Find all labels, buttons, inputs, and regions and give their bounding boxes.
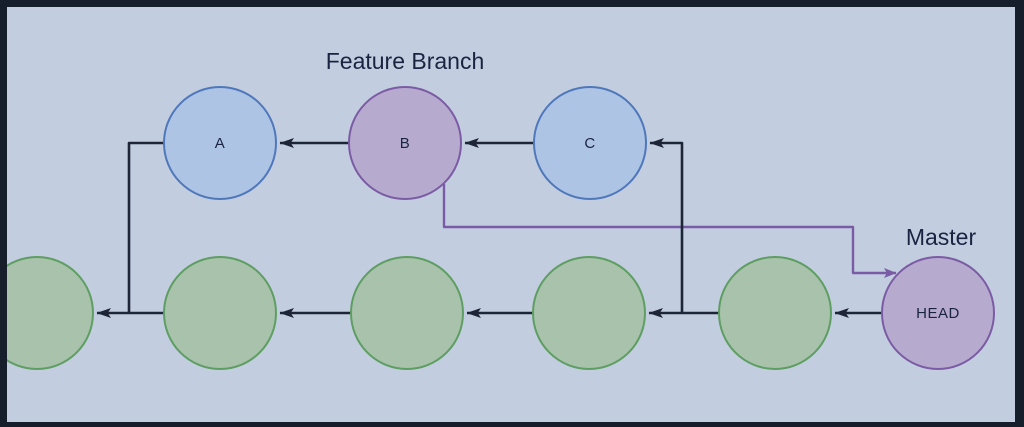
commit-label-c: C xyxy=(584,135,595,152)
commit-node-master-2 xyxy=(163,256,277,370)
commit-node-a xyxy=(163,86,277,200)
frame-left xyxy=(0,0,7,427)
master-branch-title: Master xyxy=(906,224,977,250)
frame-top xyxy=(0,0,1024,7)
commit-node-master-5 xyxy=(718,256,832,370)
head-node xyxy=(881,256,995,370)
commit-label-b: B xyxy=(400,135,411,152)
connector-a-to-master xyxy=(127,141,166,313)
commit-node-master-4 xyxy=(532,256,646,370)
arrow-b-to-head xyxy=(442,184,897,278)
feature-branch-title: Feature Branch xyxy=(326,48,485,74)
arrow-master-to-c xyxy=(649,138,684,313)
frame-bottom xyxy=(0,422,1024,427)
frame-right xyxy=(1015,0,1024,427)
commit-label-a: A xyxy=(215,135,226,152)
commit-node-b xyxy=(348,86,462,200)
commit-node-master-1 xyxy=(0,256,94,370)
commit-node-c xyxy=(533,86,647,200)
commit-node-master-3 xyxy=(350,256,464,370)
head-label: HEAD xyxy=(916,305,960,322)
